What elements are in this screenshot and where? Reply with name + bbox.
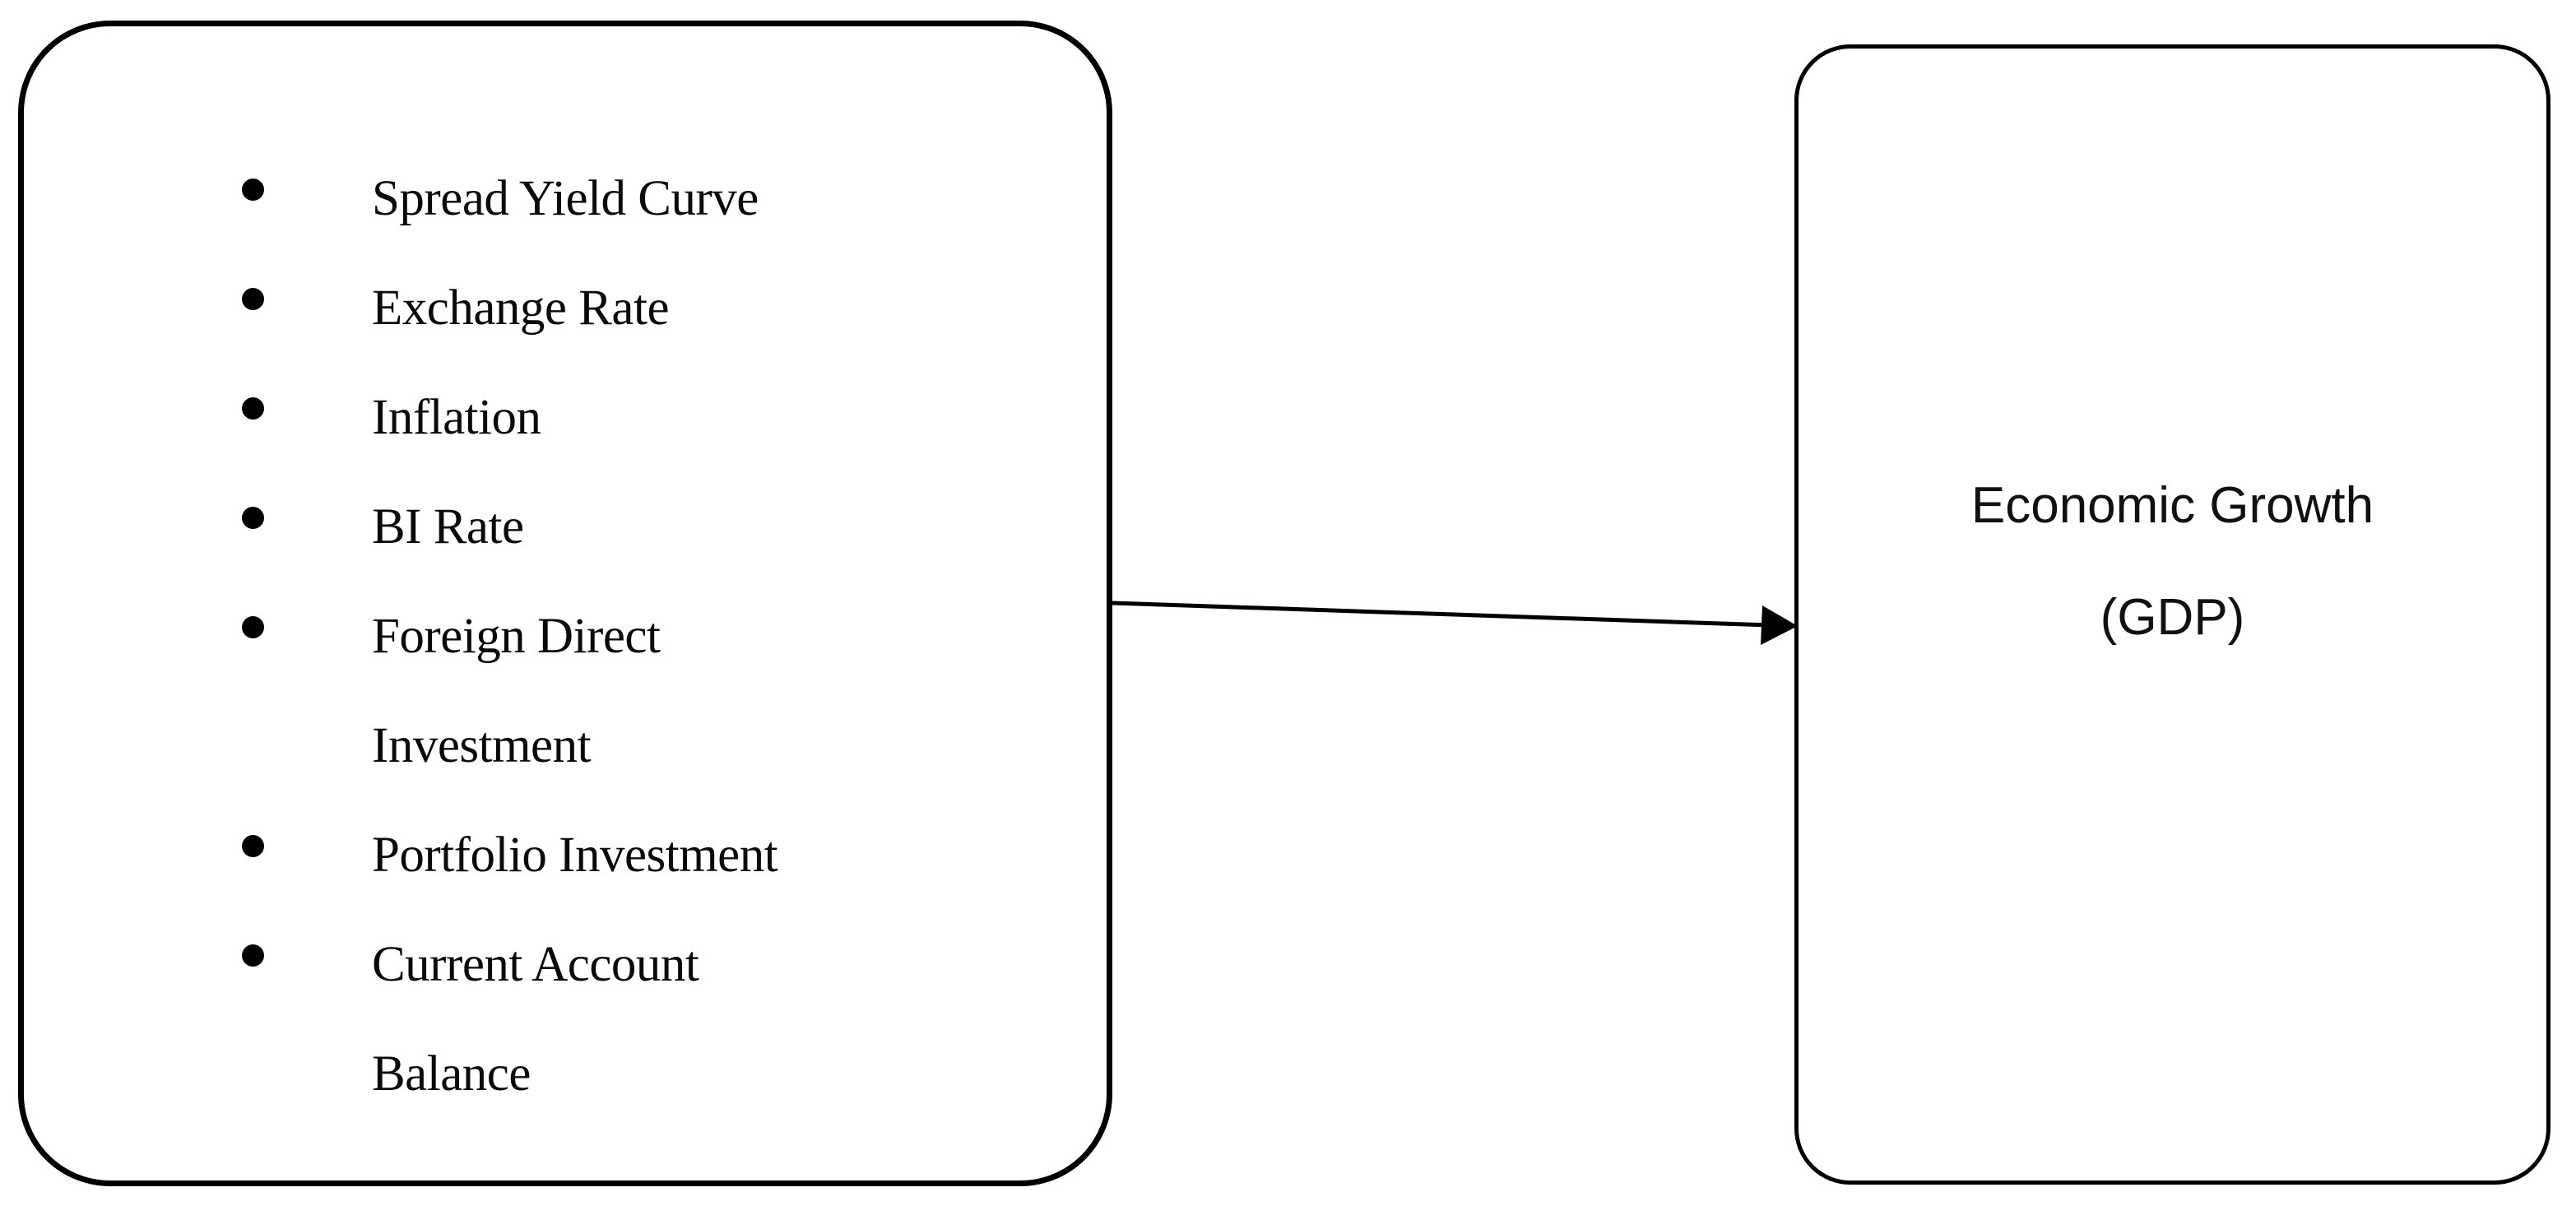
arrow-head-icon	[1761, 605, 1798, 645]
bullet-icon	[242, 179, 264, 201]
bullet-icon	[242, 944, 264, 967]
outcome-text-block: Economic Growth (GDP)	[1799, 450, 2546, 674]
outcome-title: Economic Growth	[1970, 477, 2374, 534]
dependent-variable-box: Economic Growth (GDP)	[1794, 44, 2550, 1185]
outcome-subtitle: (GDP)	[2100, 589, 2245, 646]
variable-label: Exchange Rate	[372, 281, 670, 336]
variable-label: Inflation	[372, 390, 541, 445]
independent-variables-box: Spread Yield Curve Exchange Rate Inflati…	[18, 21, 1112, 1186]
arrow-connector	[1112, 601, 1798, 645]
variable-label: Portfolio Investment	[372, 828, 778, 883]
arrow-line	[1112, 601, 1771, 628]
variable-label: Spread Yield Curve	[372, 171, 759, 226]
variable-list: Spread Yield Curve Exchange Rate Inflati…	[24, 26, 1107, 1180]
variable-label: Foreign Direct Investment	[372, 609, 661, 773]
variable-label: BI Rate	[372, 499, 524, 554]
bullet-icon	[242, 397, 264, 420]
bullet-icon	[242, 288, 264, 310]
variable-label: Current Account Balance	[372, 937, 699, 1102]
bullet-icon	[242, 507, 264, 529]
bullet-icon	[242, 616, 264, 638]
bullet-icon	[242, 835, 264, 857]
